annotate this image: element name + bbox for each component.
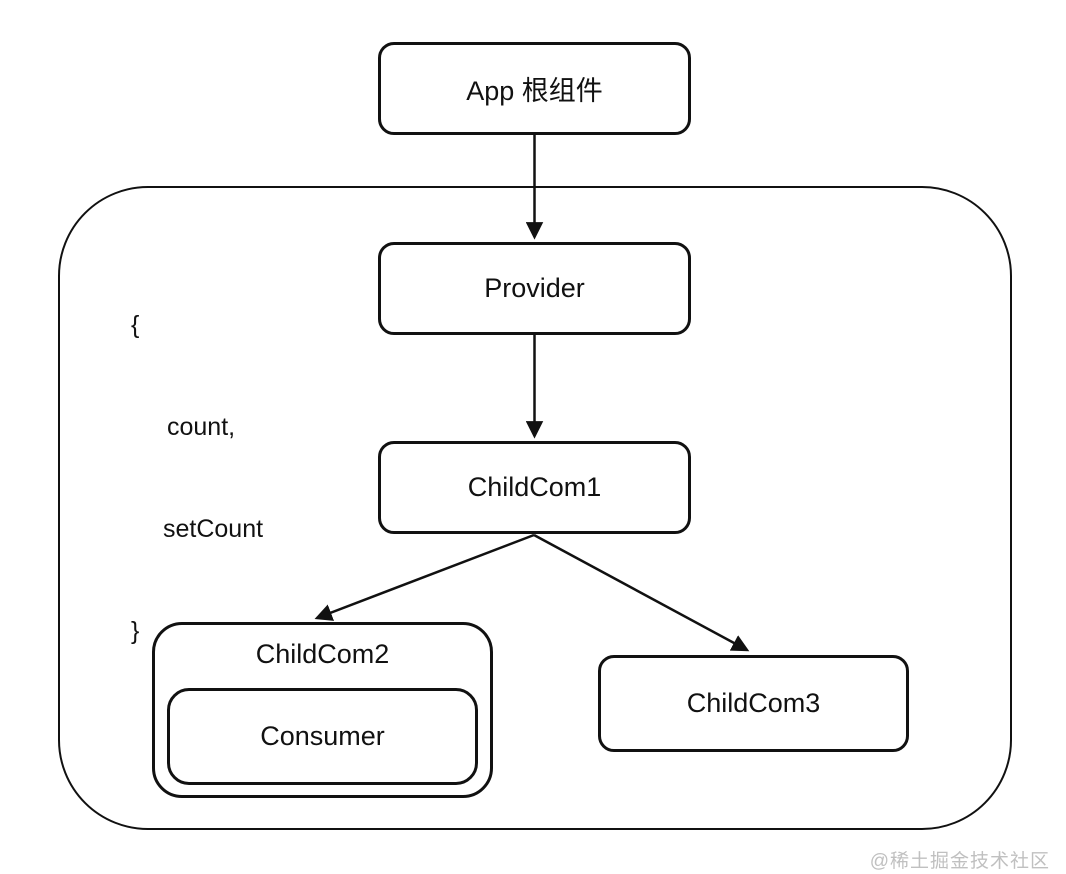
node-childcom3: ChildCom3 — [598, 655, 909, 752]
annotation-close-brace: } — [131, 617, 140, 645]
node-childcom2-label: ChildCom2 — [255, 639, 390, 669]
watermark-text: @稀土掘金技术社区 — [869, 851, 1050, 872]
node-provider: Provider — [378, 242, 691, 335]
node-app-root-label: App 根组件 — [466, 76, 603, 106]
node-provider-label: Provider — [484, 273, 585, 303]
annotation-open-brace: { — [131, 311, 140, 339]
node-childcom3-label: ChildCom3 — [686, 688, 821, 718]
annotation-setcount: setCount — [163, 515, 264, 543]
node-consumer: Consumer — [167, 688, 478, 785]
node-consumer-label: Consumer — [260, 721, 385, 751]
context-value-annotation: { count, setCount } — [131, 240, 263, 716]
annotation-count: count, — [167, 413, 236, 441]
node-app-root: App 根组件 — [378, 42, 691, 135]
node-childcom1: ChildCom1 — [378, 441, 691, 534]
node-childcom1-label: ChildCom1 — [467, 472, 602, 502]
